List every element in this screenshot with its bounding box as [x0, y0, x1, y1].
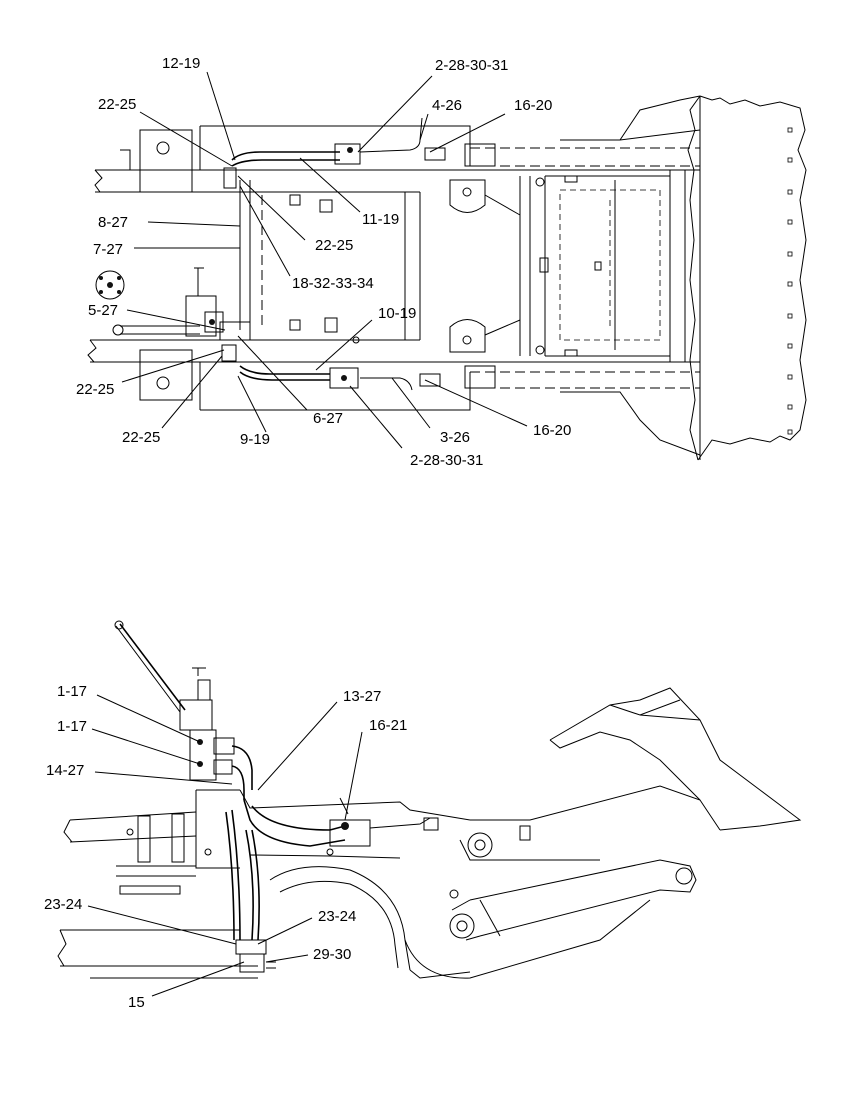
callout-label: 2-28-30-31	[410, 452, 483, 469]
callout-label: 29-30	[313, 946, 351, 963]
callout-label: 22-25	[98, 96, 136, 113]
callout-label: 1-17	[57, 718, 87, 735]
callout-label: 15	[128, 994, 145, 1011]
callout-label: 2-28-30-31	[435, 57, 508, 74]
callout-label: 6-27	[313, 410, 343, 427]
callout-label: 16-21	[369, 717, 407, 734]
callout-label: 22-25	[76, 381, 114, 398]
callout-label: 22-25	[122, 429, 160, 446]
top-view-leaders	[121, 71, 528, 449]
callout-label: 9-19	[240, 431, 270, 448]
callout-label: 22-25	[315, 237, 353, 254]
callout-label: 23-24	[318, 908, 356, 925]
top-view-labels: 12-19 2-28-30-31 22-25 4-26 16-20 11-19 …	[76, 55, 571, 469]
top-view-drawing	[87, 95, 807, 461]
callout-label: 13-27	[343, 688, 381, 705]
callout-label: 5-27	[88, 302, 118, 319]
callout-label: 11-19	[362, 211, 399, 228]
callout-label: 7-27	[93, 241, 123, 258]
callout-label: 16-20	[514, 97, 552, 114]
callout-label: 10-19	[378, 305, 416, 322]
callout-label: 18-32-33-34	[292, 275, 374, 292]
side-view-drawing	[57, 620, 802, 979]
callout-label: 23-24	[44, 896, 82, 913]
side-view-labels: 1-17 13-27 1-17 16-21 14-27 23-24 23-24 …	[44, 683, 407, 1011]
callout-label: 14-27	[46, 762, 84, 779]
callout-label: 12-19	[162, 55, 200, 72]
callout-label: 4-26	[432, 97, 462, 114]
side-view-leaders	[87, 694, 363, 997]
callout-label: 3-26	[440, 429, 470, 446]
callout-label: 1-17	[57, 683, 87, 700]
callout-label: 16-20	[533, 422, 571, 439]
callout-label: 8-27	[98, 214, 128, 231]
